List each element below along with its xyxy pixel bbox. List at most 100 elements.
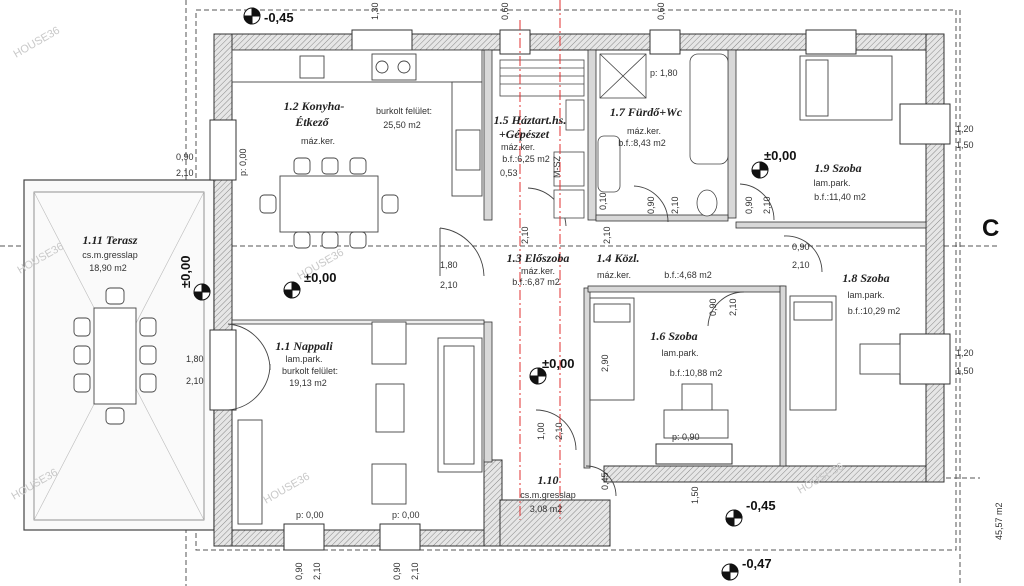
level-bedroom: ±0,00 xyxy=(764,148,796,163)
room-1-3-label: 1.3 Előszoba máz.ker. b.f.:6,87 m2 xyxy=(507,251,570,287)
kitchen-furniture xyxy=(231,49,483,249)
room-1-6-label: 1.6 Szoba lam.park. b.f.:10,88 m2 xyxy=(650,329,722,378)
svg-text:1.5 Háztart.hs.: 1.5 Háztart.hs. xyxy=(494,113,567,127)
room-1-11-label: 1.11 Terasz cs.m.gresslap 18,90 m2 xyxy=(82,233,138,273)
svg-text:0,10: 0,10 xyxy=(598,192,608,210)
svg-text:1,80: 1,80 xyxy=(440,260,458,270)
svg-text:25,50 m2: 25,50 m2 xyxy=(383,120,421,130)
svg-text:0,90: 0,90 xyxy=(792,242,810,252)
level-marker-hall xyxy=(529,367,547,385)
level-marker-top xyxy=(243,7,261,25)
svg-text:2,10: 2,10 xyxy=(312,562,322,580)
svg-text:1.10: 1.10 xyxy=(538,473,559,487)
svg-text:1.8 Szoba: 1.8 Szoba xyxy=(842,271,889,285)
svg-text:b.f.:10,88 m2: b.f.:10,88 m2 xyxy=(670,368,723,378)
living-room-furniture xyxy=(237,321,483,525)
utility-room-fixtures xyxy=(499,59,585,219)
bedroom-furniture xyxy=(589,55,901,439)
svg-text:3,08 m2: 3,08 m2 xyxy=(530,504,563,514)
svg-text:HOUSE36: HOUSE36 xyxy=(12,25,62,61)
svg-text:1,50: 1,50 xyxy=(956,366,974,376)
inner-walls xyxy=(231,49,927,469)
svg-text:1.9 Szoba: 1.9 Szoba xyxy=(814,161,861,175)
furnace-label: M-SZ xyxy=(552,156,562,178)
level-marker-left xyxy=(193,283,211,301)
svg-text:2,10: 2,10 xyxy=(670,196,680,214)
svg-text:lam.park.: lam.park. xyxy=(847,290,884,300)
level-hall: ±0,00 xyxy=(542,356,574,371)
room-1-9-label: 1.9 Szoba lam.park. b.f.:11,40 m2 xyxy=(813,161,865,202)
svg-text:burkolt felület:: burkolt felület: xyxy=(282,366,338,376)
svg-text:0,90: 0,90 xyxy=(708,298,718,316)
section-marker: C xyxy=(982,215,999,242)
svg-text:0,90: 0,90 xyxy=(744,196,754,214)
svg-text:máz.ker.: máz.ker. xyxy=(521,266,555,276)
level-kitchen: ±0,00 xyxy=(304,270,336,285)
svg-text:1.2 Konyha-: 1.2 Konyha- xyxy=(284,99,345,113)
svg-text:0,90: 0,90 xyxy=(294,562,304,580)
level-marker-bedroom xyxy=(751,161,769,179)
level-markers xyxy=(193,7,769,581)
svg-text:máz.ker.: máz.ker. xyxy=(597,270,631,280)
svg-text:0,53: 0,53 xyxy=(500,168,518,178)
room-1-2-label: 1.2 Konyha- Étkező máz.ker. burkolt felü… xyxy=(284,99,432,146)
svg-text:1,30: 1,30 xyxy=(370,2,380,20)
room-1-10-label: 1.10 cs.m.gresslap 3,08 m2 xyxy=(520,473,576,514)
level-marker-front xyxy=(725,509,743,527)
svg-text:2,10: 2,10 xyxy=(520,226,530,244)
svg-text:0,60: 0,60 xyxy=(656,2,666,20)
red-axis xyxy=(519,0,561,520)
svg-text:1,20: 1,20 xyxy=(956,348,974,358)
svg-text:1.3 Előszoba: 1.3 Előszoba xyxy=(507,251,570,265)
terrace-furniture xyxy=(73,287,157,425)
svg-text:0,90: 0,90 xyxy=(646,196,656,214)
svg-text:1,20: 1,20 xyxy=(956,124,974,134)
room-1-7-label: 1.7 Fürdő+Wc máz.ker. b.f.:8,43 m2 xyxy=(610,105,683,148)
svg-text:2,10: 2,10 xyxy=(762,196,772,214)
svg-text:18,90 m2: 18,90 m2 xyxy=(89,263,127,273)
svg-text:2,10: 2,10 xyxy=(186,376,204,386)
svg-text:2,10: 2,10 xyxy=(410,562,420,580)
svg-text:2,90: 2,90 xyxy=(600,354,610,372)
svg-text:1.6 Szoba: 1.6 Szoba xyxy=(650,329,697,343)
svg-text:2,10: 2,10 xyxy=(440,280,458,290)
svg-text:b.f.:6,87 m2: b.f.:6,87 m2 xyxy=(512,277,560,287)
svg-text:1,50: 1,50 xyxy=(956,140,974,150)
room-1-8-label: 1.8 Szoba lam.park. b.f.:10,29 m2 xyxy=(842,271,900,316)
svg-text:2,10: 2,10 xyxy=(792,260,810,270)
svg-text:0,45: 0,45 xyxy=(600,472,610,490)
level-bottom: -0,47 xyxy=(742,556,772,571)
level-front: -0,45 xyxy=(746,498,776,513)
level-marker-bottom xyxy=(721,563,739,581)
svg-text:máz.ker.: máz.ker. xyxy=(501,142,535,152)
level-top: -0,45 xyxy=(264,10,294,25)
dimension-labels: 0,90 2,10 1,80 2,10 1,80 2,10 1,20 1,50 … xyxy=(176,2,974,580)
svg-text:p: 1,80: p: 1,80 xyxy=(650,68,678,78)
room-1-1-label: 1.1 Nappali lam.park. burkolt felület: 1… xyxy=(275,339,338,388)
svg-text:2,10: 2,10 xyxy=(176,168,194,178)
svg-text:cs.m.gresslap: cs.m.gresslap xyxy=(82,250,138,260)
svg-text:p: 0,00: p: 0,00 xyxy=(296,510,324,520)
kitchen-chairs xyxy=(259,157,399,249)
svg-text:máz.ker.: máz.ker. xyxy=(301,136,335,146)
svg-text:1,50: 1,50 xyxy=(690,486,700,504)
svg-text:2,10: 2,10 xyxy=(602,226,612,244)
svg-text:0,60: 0,60 xyxy=(500,2,510,20)
area-label: 45,57 m2 xyxy=(994,502,1004,540)
svg-text:b.f.:6,25 m2: b.f.:6,25 m2 xyxy=(502,154,550,164)
svg-text:b.f.:10,29 m2: b.f.:10,29 m2 xyxy=(848,306,901,316)
svg-text:0,90: 0,90 xyxy=(392,562,402,580)
level-left: ±0,00 xyxy=(178,256,193,288)
svg-text:b.f.:4,68 m2: b.f.:4,68 m2 xyxy=(664,270,712,280)
svg-text:2,10: 2,10 xyxy=(554,422,564,440)
svg-text:1,00: 1,00 xyxy=(536,422,546,440)
svg-text:lam.park.: lam.park. xyxy=(813,178,850,188)
svg-text:1,80: 1,80 xyxy=(186,354,204,364)
svg-text:p: 0,00: p: 0,00 xyxy=(238,148,248,176)
svg-text:19,13 m2: 19,13 m2 xyxy=(289,378,327,388)
svg-text:0,90: 0,90 xyxy=(176,152,194,162)
windows xyxy=(209,29,951,551)
svg-text:lam.park.: lam.park. xyxy=(285,354,322,364)
svg-text:b.f.:11,40 m2: b.f.:11,40 m2 xyxy=(814,192,866,202)
